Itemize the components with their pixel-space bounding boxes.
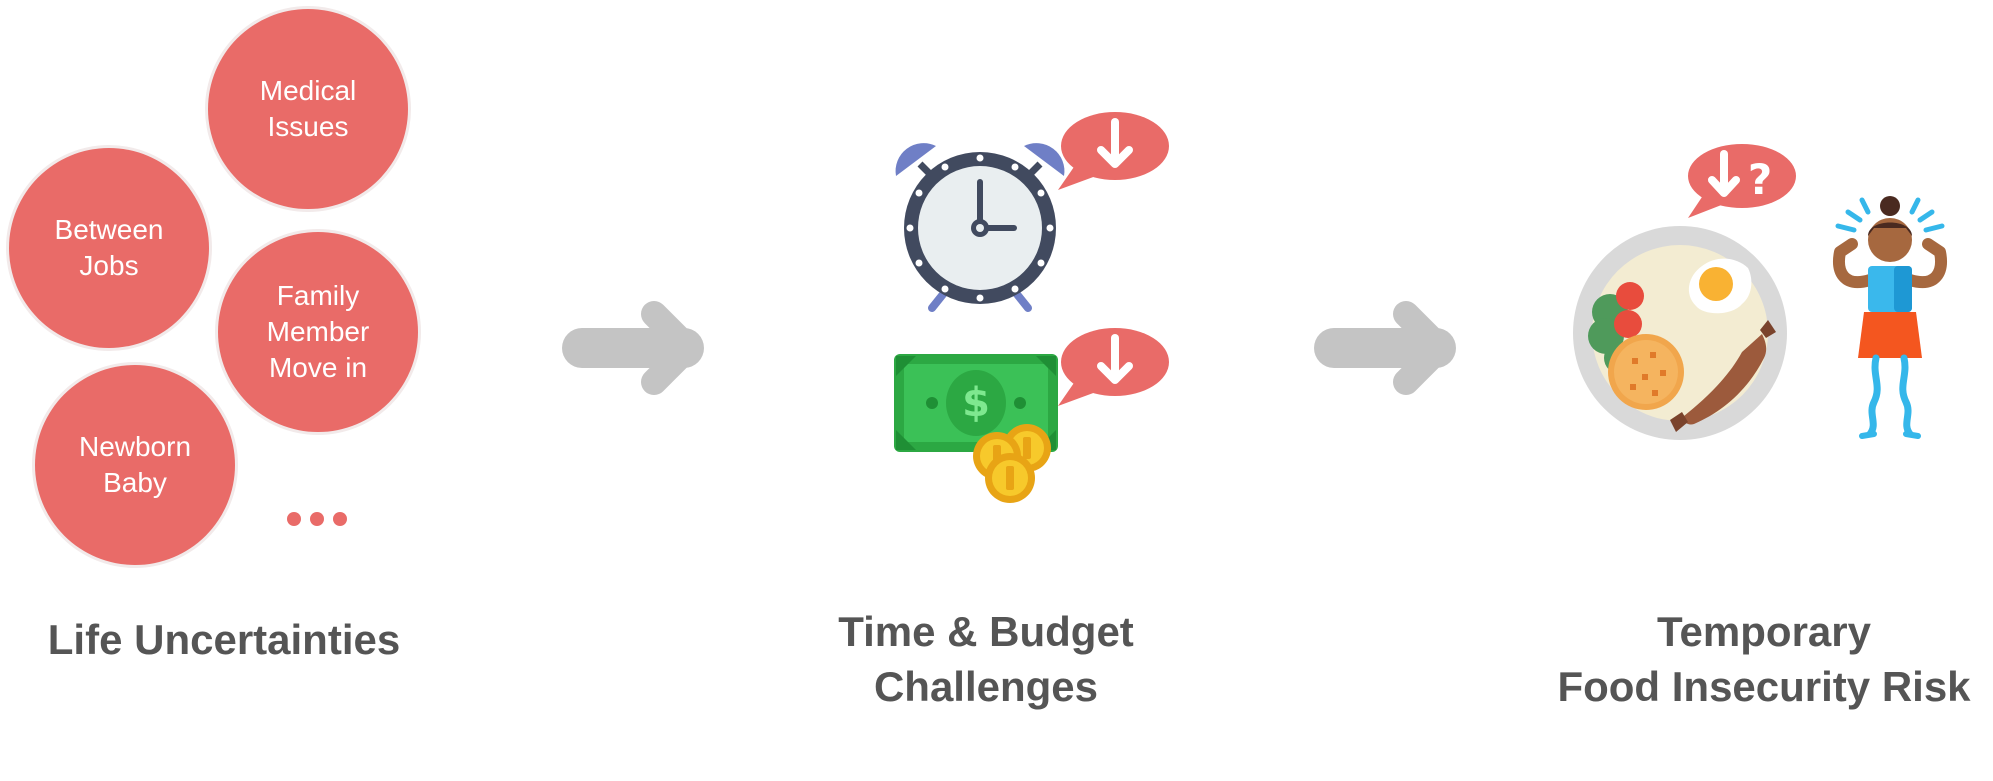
food-plate-icon	[1573, 226, 1787, 440]
svg-text:?: ?	[1748, 155, 1772, 204]
banknote-coins-icon: $	[894, 354, 1058, 503]
arrow-right-icon	[1314, 301, 1456, 395]
down-arrow-speech-bubble-icon	[1058, 328, 1169, 406]
worried-person-icon	[1833, 196, 1947, 439]
down-arrow-speech-bubble-icon	[1058, 112, 1169, 190]
caption-time-budget-challenges: Time & Budget Challenges	[838, 608, 1134, 710]
alarm-clock-icon	[895, 143, 1065, 312]
svg-text:$: $	[962, 380, 990, 426]
caption-temporary-food-insecurity-risk: Temporary Food Insecurity Risk	[1557, 608, 1971, 710]
arrow-right-icon	[562, 301, 704, 395]
bubble-between-jobs: Between Jobs	[9, 148, 209, 348]
bubble-family-member-move-in: Family Member Move in	[218, 232, 418, 432]
bubble-medical-issues: Medical Issues	[208, 9, 408, 209]
bubble-newborn-baby: Newborn Baby	[35, 365, 235, 565]
caption-life-uncertainties: Life Uncertainties	[47, 616, 401, 663]
ellipsis-icon	[287, 512, 347, 526]
down-arrow-question-speech-bubble-icon: ?	[1688, 144, 1796, 218]
